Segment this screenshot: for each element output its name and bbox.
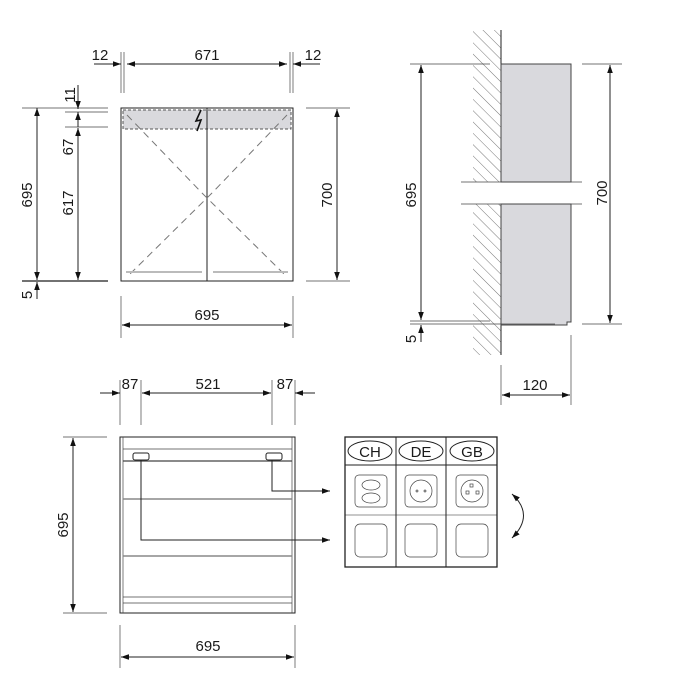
- interior-dim-width: 695: [195, 638, 220, 655]
- column-ch[interactable]: CH: [347, 440, 393, 462]
- wall-hatch: [473, 30, 501, 182]
- dim-body-height: 695: [19, 182, 36, 207]
- side-dim-depth: 120: [522, 377, 547, 394]
- socket-right: [265, 452, 283, 461]
- interior-view: 87 521 87 695 695: [55, 376, 330, 668]
- side-view: 695 5 700 120: [403, 30, 622, 405]
- country-label-de: DE: [411, 444, 432, 461]
- dim-right-offset: 87: [277, 376, 294, 393]
- dim-door-height: 617: [60, 190, 77, 215]
- dim-top-gap: 11: [62, 87, 79, 103]
- country-label-ch: CH: [359, 444, 381, 461]
- front-view: 12 671 12 11 67 617 695 5 700 695: [19, 47, 350, 338]
- dim-inner-width: 671: [194, 47, 219, 64]
- side-dim-bottom-offset: 5: [403, 335, 420, 343]
- blank-plate-icon: [404, 523, 438, 558]
- uk-socket-icon: [455, 474, 489, 508]
- socket-left: [132, 452, 150, 461]
- dim-side-left: 12: [92, 47, 109, 64]
- interior-dim-height: 695: [55, 512, 72, 537]
- side-dim-body-height: 695: [403, 182, 420, 207]
- cabinet-side: [500, 63, 572, 183]
- dim-total-height: 700: [319, 182, 336, 207]
- rotate-arrow-icon: [511, 493, 524, 539]
- column-de[interactable]: DE: [398, 440, 444, 462]
- cabinet-interior: [119, 436, 296, 614]
- socket-table: CH DE GB: [344, 436, 524, 568]
- dim-bottom-offset: 5: [19, 291, 36, 299]
- schuko-socket-icon: [404, 474, 438, 508]
- blank-plate-icon: [455, 523, 489, 558]
- dim-left-offset: 87: [122, 376, 139, 393]
- dim-socket-spacing: 521: [195, 376, 220, 393]
- column-gb[interactable]: GB: [449, 440, 495, 462]
- side-dim-total-height: 700: [594, 180, 611, 205]
- swiss-socket-icon: [354, 474, 388, 508]
- dim-width: 695: [194, 307, 219, 324]
- dim-side-right: 12: [305, 47, 322, 64]
- country-label-gb: GB: [461, 444, 483, 461]
- blank-plate-icon: [354, 523, 388, 558]
- dim-light-height: 67: [60, 139, 77, 156]
- lightning-icon: [194, 109, 203, 132]
